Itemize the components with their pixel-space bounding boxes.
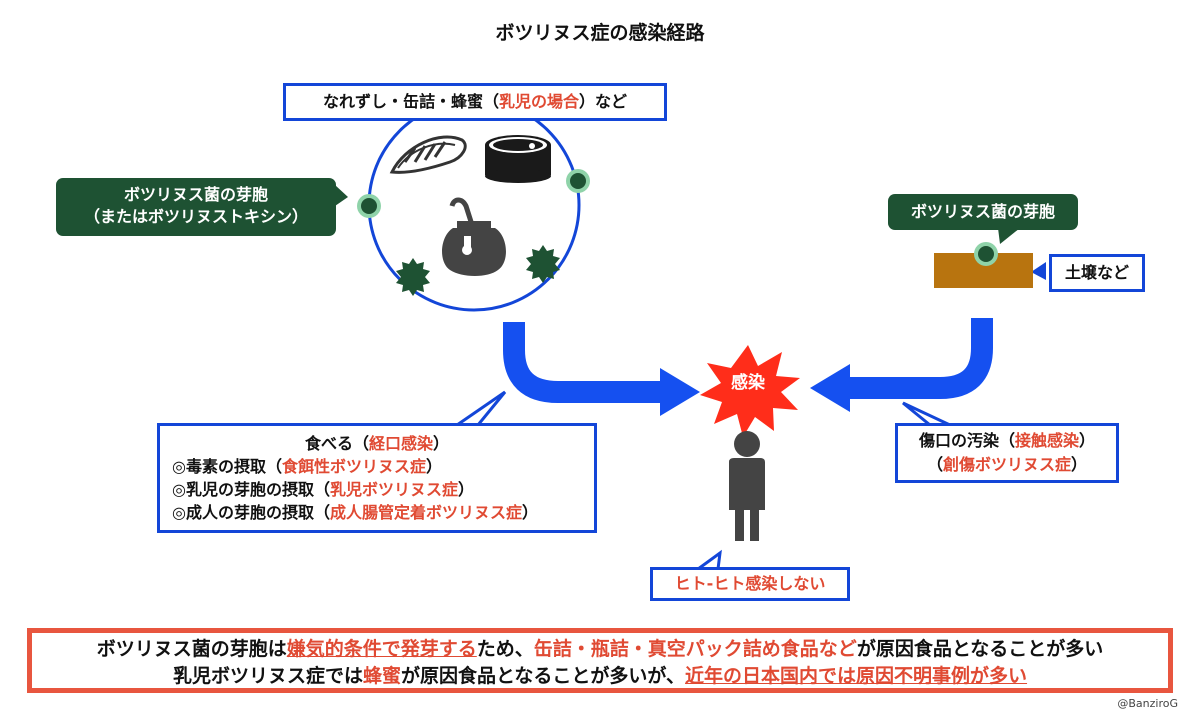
soil-label-box: 土壌など [1049, 254, 1145, 292]
summary-segment: 嫌気的条件で発芽する [286, 638, 477, 660]
no-human-transmission-box: ヒト-ヒト感染しない [650, 567, 850, 601]
spore-bubble-line2: （またはボツリヌストキシン） [83, 207, 308, 226]
spore-icon [526, 245, 560, 283]
arrow-icon [810, 318, 993, 412]
spore-icon [974, 242, 998, 266]
summary-segment: が原因食品となることが多い [856, 638, 1104, 660]
page-title: ボツリヌス症の感染経路 [495, 22, 705, 44]
food-sources-suffix: ）など [579, 92, 628, 111]
spore-icon [566, 169, 590, 193]
oral-infection-heading: 食べる（経口感染） [304, 434, 450, 453]
list-item: ◎成人の芽胞の摂取（成人腸管定着ボツリヌス症） [172, 503, 538, 522]
summary-segment: 蜂蜜 [362, 665, 401, 687]
can-icon [485, 135, 551, 183]
honey-pot-icon [442, 197, 506, 276]
food-sources-highlight: 乳児の場合 [498, 92, 579, 111]
food-sources-text: なれずし・缶詰・蜂蜜（ [322, 92, 499, 111]
oral-infection-box: 食べる（経口感染） ◎毒素の摂取（食餌性ボツリヌス症） ◎乳児の芽胞の摂取（乳児… [157, 423, 597, 533]
spore-bubble-line1: ボツリヌス菌の芽胞 [123, 185, 268, 204]
box-pointer [1031, 262, 1046, 280]
food-sources-box: なれずし・缶詰・蜂蜜（乳児の場合）など [283, 83, 667, 121]
summary-segment: 乳児ボツリヌス症では [172, 665, 363, 687]
wound-infection-box: 傷口の汚染（接触感染） （創傷ボツリヌス症） [895, 423, 1119, 483]
spore-bubble-left: ボツリヌス菌の芽胞 （またはボツリヌストキシン） [56, 178, 336, 236]
spore-icon [396, 258, 430, 296]
burst-icon [700, 345, 800, 437]
box-pointer [452, 390, 507, 427]
summary-segment: ため、 [476, 638, 534, 660]
summary-line1: ボツリヌス菌の芽胞は嫌気的条件で発芽するため、缶詰・瓶詰・真空パック詰め食品など… [32, 636, 1168, 663]
list-item: ◎毒素の摂取（食餌性ボツリヌス症） [172, 457, 442, 476]
arrow-icon [503, 322, 700, 416]
infection-label: 感染 [731, 373, 765, 393]
wound-line2: （創傷ボツリヌス症） [926, 455, 1088, 474]
person-icon [729, 431, 765, 541]
summary-segment: ボツリヌス菌の芽胞は [96, 638, 287, 660]
summary-line2: 乳児ボツリヌス症では蜂蜜が原因食品となることが多いが、近年の日本国内では原因不明… [32, 663, 1168, 690]
summary-segment: 缶詰・瓶詰・真空パック詰め食品など [533, 638, 857, 660]
bubble-pointer [998, 228, 1020, 244]
spore-icon [357, 194, 381, 218]
credit-label: @BanziroG [1117, 697, 1178, 710]
wound-line1: 傷口の汚染（接触感染） [918, 431, 1096, 450]
box-pointer [902, 401, 951, 427]
spore-bubble-right: ボツリヌス菌の芽胞 [888, 194, 1078, 230]
fish-icon [389, 135, 467, 174]
summary-box: ボツリヌス菌の芽胞は嫌気的条件で発芽するため、缶詰・瓶詰・真空パック詰め食品など… [27, 628, 1173, 693]
list-item: ◎乳児の芽胞の摂取（乳児ボツリヌス症） [172, 480, 474, 499]
bubble-pointer [335, 185, 348, 206]
summary-segment: 近年の日本国内では原因不明事例が多い [685, 665, 1028, 687]
summary-segment: が原因食品となることが多いが、 [400, 665, 686, 687]
